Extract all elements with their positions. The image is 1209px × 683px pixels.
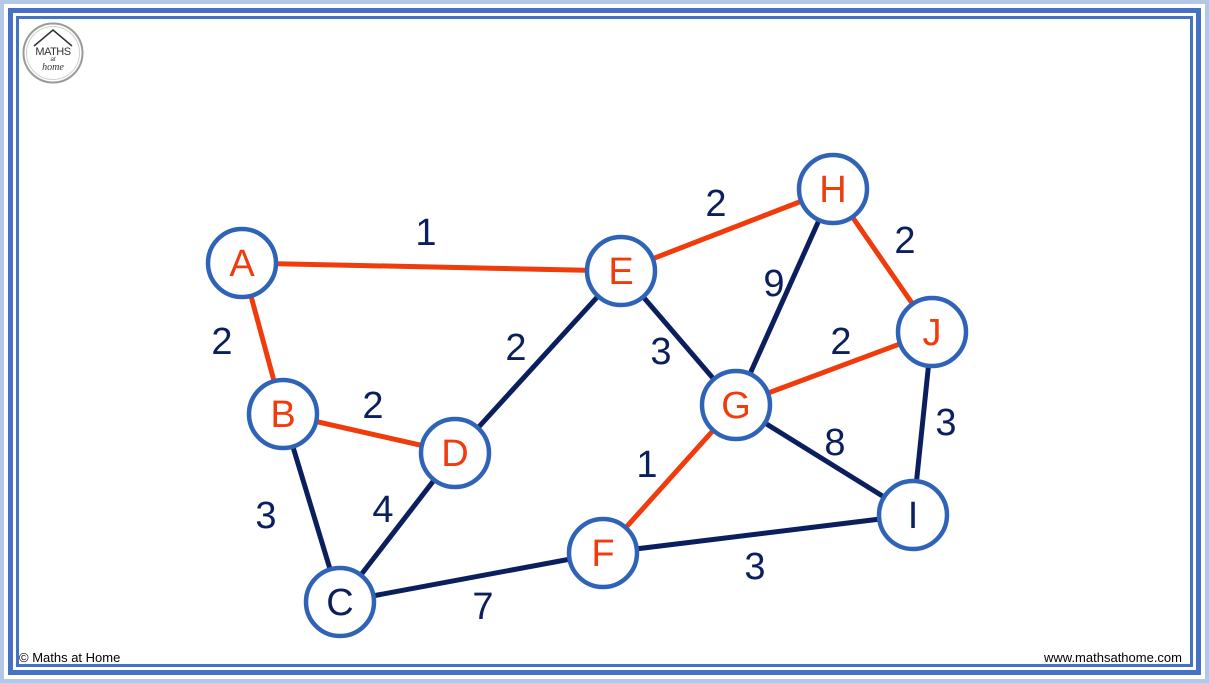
- edge-f-i: [602, 512, 914, 556]
- node-circle-g: [699, 368, 773, 442]
- edge-c-f: [339, 550, 604, 605]
- weight-label-e-g: 3: [650, 331, 671, 373]
- weight-label-b-d: 2: [362, 385, 383, 427]
- node-label-a: A: [229, 243, 255, 285]
- middle-border: [8, 8, 1201, 675]
- nodes-layer: A B C D E F G H I J: [205, 152, 969, 639]
- node-e: E: [584, 234, 658, 308]
- weight-label-a-e: 1: [415, 212, 436, 254]
- node-label-g: G: [721, 385, 751, 427]
- edge-d-e: [453, 269, 623, 455]
- weight-label-e-h: 2: [705, 183, 726, 225]
- copyright-text: © Maths at Home: [19, 650, 121, 665]
- weight-label-f-i: 3: [744, 546, 765, 588]
- node-a: A: [205, 226, 279, 300]
- logo-text-maths: MATHS: [35, 46, 71, 58]
- inner-border: [16, 16, 1193, 667]
- node-label-e: E: [608, 251, 633, 293]
- node-label-d: D: [441, 433, 468, 475]
- weight-label-i-j: 3: [935, 402, 956, 444]
- node-label-j: J: [923, 312, 942, 354]
- node-h: H: [796, 152, 870, 226]
- weight-label-g-j: 2: [830, 321, 851, 363]
- logo-circle-icon: [22, 22, 84, 84]
- logo-text-at: at: [50, 57, 56, 63]
- node-label-i: I: [908, 495, 919, 537]
- weight-label-a-b: 2: [211, 321, 232, 363]
- weight-label-f-g: 1: [636, 444, 657, 486]
- node-d: D: [418, 416, 492, 490]
- edge-e-h: [620, 186, 834, 274]
- node-circle-f: [566, 516, 640, 590]
- node-circle-b: [246, 377, 320, 451]
- weight-label-c-d: 4: [372, 489, 393, 531]
- node-c: C: [303, 565, 377, 639]
- maths-at-home-logo: MATHS at home: [22, 22, 84, 84]
- node-circle-a: [205, 226, 279, 300]
- node-g: G: [699, 368, 773, 442]
- edge-a-e: [241, 260, 622, 274]
- node-b: B: [246, 377, 320, 451]
- weight-label-d-e: 2: [505, 327, 526, 369]
- weight-label-c-f: 7: [472, 586, 493, 628]
- node-circle-e: [584, 234, 658, 308]
- weight-label-g-i: 8: [824, 422, 845, 464]
- node-circle-h: [796, 152, 870, 226]
- website-url: www.mathsathome.com: [1044, 650, 1182, 665]
- node-j: J: [895, 295, 969, 369]
- node-circle-i: [876, 478, 950, 552]
- logo-text-home: home: [42, 62, 64, 73]
- node-label-f: F: [591, 533, 614, 575]
- node-i: I: [876, 478, 950, 552]
- node-label-c: C: [326, 582, 353, 624]
- edge-g-h: [733, 187, 836, 407]
- weight-label-h-j: 2: [894, 220, 915, 262]
- weight-label-b-c: 3: [255, 495, 276, 537]
- node-label-h: H: [819, 169, 846, 211]
- node-circle-j: [895, 295, 969, 369]
- node-circle-d: [418, 416, 492, 490]
- node-circle-c: [303, 565, 377, 639]
- node-f: F: [566, 516, 640, 590]
- weight-label-g-h: 9: [763, 263, 784, 305]
- node-label-b: B: [270, 394, 295, 436]
